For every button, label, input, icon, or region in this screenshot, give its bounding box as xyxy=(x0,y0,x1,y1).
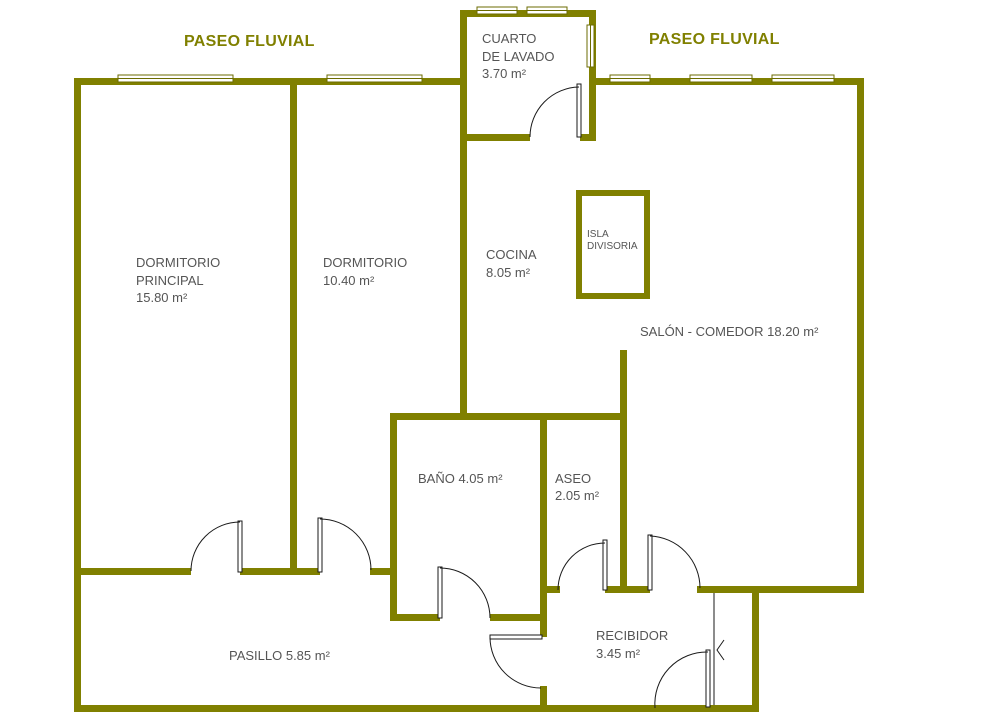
door-aseo xyxy=(557,539,608,591)
wall-top-left xyxy=(74,78,467,85)
labels: PASEO FLUVIAL PASEO FLUVIAL CUARTO DE LA… xyxy=(136,31,819,663)
label-dorm-principal-line1: DORMITORIO xyxy=(136,255,220,270)
wall-bath-bottom-2 xyxy=(490,614,547,621)
label-pasillo: PASILLO 5.85 m² xyxy=(229,648,331,663)
label-dorm-principal-line2: PRINCIPAL xyxy=(136,273,204,288)
label-lavado-line2: DE LAVADO xyxy=(482,49,554,64)
wall-dorm-divider xyxy=(290,78,297,575)
wall-corridor-top-3 xyxy=(370,568,397,575)
wall-salon-bottom-stub xyxy=(620,586,650,593)
label-bano: BAÑO 4.05 m² xyxy=(418,471,503,486)
door-pasillo xyxy=(489,634,543,689)
label-dorm-principal-area: 15.80 m² xyxy=(136,290,188,305)
wall-bath-aseo-divider-low xyxy=(540,686,547,712)
label-cocina: COCINA xyxy=(486,247,537,262)
label-recibidor: RECIBIDOR xyxy=(596,628,668,643)
wall-recibidor-right xyxy=(752,586,759,712)
label-aseo-area: 2.05 m² xyxy=(555,488,600,503)
wall-salon-bottom xyxy=(697,586,864,593)
label-lavado-area: 3.70 m² xyxy=(482,66,527,81)
label-salon: SALÓN - COMEDOR 18.20 m² xyxy=(640,324,819,339)
door-bano xyxy=(437,566,491,619)
wall-corridor-top-1 xyxy=(74,568,191,575)
wall-aseo-right xyxy=(620,350,627,593)
wall-lavado-left xyxy=(460,10,467,413)
label-outside-right: PASEO FLUVIAL xyxy=(649,31,780,48)
walls xyxy=(74,10,864,712)
label-cocina-area: 8.05 m² xyxy=(486,265,531,280)
wall-outer-bottom xyxy=(74,705,759,712)
wall-lavado-bottom xyxy=(460,134,530,141)
wall-corridor-top-2 xyxy=(240,568,320,575)
label-outside-left: PASEO FLUVIAL xyxy=(184,33,315,50)
wall-aseo-bottom-2 xyxy=(605,586,627,593)
wall-outer-left xyxy=(74,78,81,712)
wall-lavado-right xyxy=(589,10,596,141)
wall-bath-aseo-divider xyxy=(540,413,547,637)
windows xyxy=(117,6,835,83)
label-isla-line1: ISLA xyxy=(587,229,609,240)
label-dorm: DORMITORIO xyxy=(323,255,407,270)
wall-bath-bottom-1 xyxy=(390,614,440,621)
door-entrada xyxy=(654,593,725,709)
door-salon xyxy=(647,534,701,591)
doors xyxy=(190,83,725,709)
wall-lavado-bottom-stub xyxy=(580,134,596,141)
door-lavado xyxy=(529,83,582,138)
label-lavado-line1: CUARTO xyxy=(482,31,536,46)
door-dorm xyxy=(317,517,372,573)
label-recibidor-area: 3.45 m² xyxy=(596,646,641,661)
wall-bath-left xyxy=(390,413,397,621)
wall-outer-right xyxy=(857,78,864,593)
label-dorm-area: 10.40 m² xyxy=(323,273,375,288)
label-isla-line2: DIVISORIA xyxy=(587,241,638,252)
door-dorm-principal xyxy=(190,520,243,573)
wall-bath-top xyxy=(390,413,627,420)
wall-aseo-bottom-1 xyxy=(540,586,560,593)
isla-divisoria xyxy=(576,190,650,299)
label-aseo: ASEO xyxy=(555,471,591,486)
